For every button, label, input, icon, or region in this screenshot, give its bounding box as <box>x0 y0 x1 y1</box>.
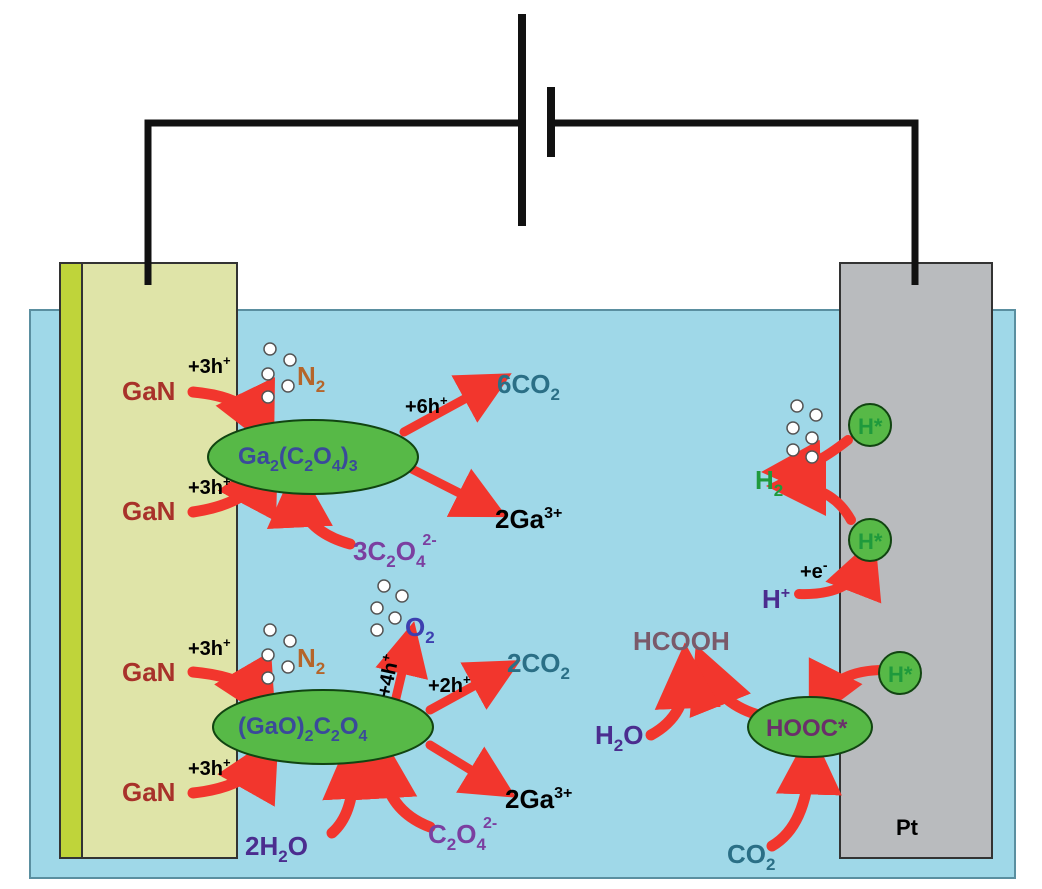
label-hole-3-a: +3h+ <box>188 353 231 378</box>
label-intermediate-oxalate: Ga2(C2O4)3 <box>238 443 358 475</box>
label-o2: O2 <box>405 612 435 647</box>
arrow-hstar3-hooc <box>808 657 889 725</box>
hstar-circle-3 <box>878 651 922 695</box>
arrow-int2-o2 <box>375 621 428 707</box>
external-wire <box>144 119 919 285</box>
arrow-int2-co2 <box>425 660 521 715</box>
label-hole-6: +6h+ <box>405 393 448 418</box>
label-proton: H+ <box>762 584 790 614</box>
label-gan-3: GaN <box>122 657 175 687</box>
bubbles-n2-bottom <box>261 623 297 685</box>
hstar-circle-2 <box>848 518 892 562</box>
arrow-int1-ga <box>399 460 508 518</box>
label-hole-3-c: +3h+ <box>188 635 231 660</box>
label-gan-1: GaN <box>122 376 175 406</box>
label-water-right: H2O <box>595 720 643 755</box>
label-hooc-intermediate: HOOC* <box>766 715 848 742</box>
label-ga-ion-a: 2Ga3+ <box>495 504 562 534</box>
intermediate-ellipse-oxide-oxalate <box>212 689 434 765</box>
arrow-oxalate-int1 <box>266 461 356 550</box>
arrow-co2-hooc <box>766 728 842 852</box>
label-co2-2: 2CO2 <box>507 648 570 683</box>
label-electron: +e- <box>800 557 828 583</box>
gan-electrode-strip <box>59 262 83 859</box>
label-pt: Pt <box>896 815 919 840</box>
hstar-circle-1 <box>848 403 892 447</box>
intermediate-ellipse-oxalate <box>207 419 419 495</box>
reaction-arrows <box>187 373 889 852</box>
label-gan-4: GaN <box>122 777 175 807</box>
arrow-hstar2-h2 <box>766 456 856 525</box>
label-n2-bottom: N2 <box>297 643 325 678</box>
label-hole-3-b: +3h+ <box>188 474 231 499</box>
gan-electrode <box>81 262 238 859</box>
label-hstar-2: H* <box>858 529 883 554</box>
arrow-int2-ga <box>425 740 517 798</box>
bubbles-n2-top <box>261 342 297 404</box>
label-hole-2: +2h+ <box>428 672 471 697</box>
label-formic-acid: HCOOH <box>633 626 730 656</box>
label-intermediate-oxide-oxalate: (GaO)2C2O4 <box>238 713 368 745</box>
label-oxalate-3: 3C2O42- <box>353 532 437 571</box>
label-co2-6: 6CO2 <box>497 369 560 404</box>
label-hstar-3: H* <box>888 662 913 687</box>
arrow-gan4-int2 <box>187 733 279 807</box>
label-hole-3-d: +3h+ <box>188 755 231 780</box>
arrow-gan1-int1 <box>187 376 275 451</box>
label-ga-ion-b: 2Ga3+ <box>505 784 572 814</box>
label-n2-top: N2 <box>297 361 325 396</box>
arrow-int1-co2 <box>399 373 512 437</box>
arrow-oxalate-int2 <box>351 732 436 833</box>
arrow-water-hcooh <box>645 642 721 741</box>
label-hstar-1: H* <box>858 414 883 439</box>
bubbles-o2 <box>370 579 409 637</box>
label-h2: H2 <box>755 465 783 500</box>
arrow-hplus-hstar <box>794 536 882 604</box>
label-gan-2: GaN <box>122 496 175 526</box>
label-co2-reactant: CO2 <box>727 839 775 874</box>
intermediate-ellipse-hooc <box>747 696 873 758</box>
label-oxalate-1: C2O42- <box>428 815 497 854</box>
bubbles-h2 <box>786 399 823 464</box>
label-water-left: 2H2O <box>245 831 308 866</box>
